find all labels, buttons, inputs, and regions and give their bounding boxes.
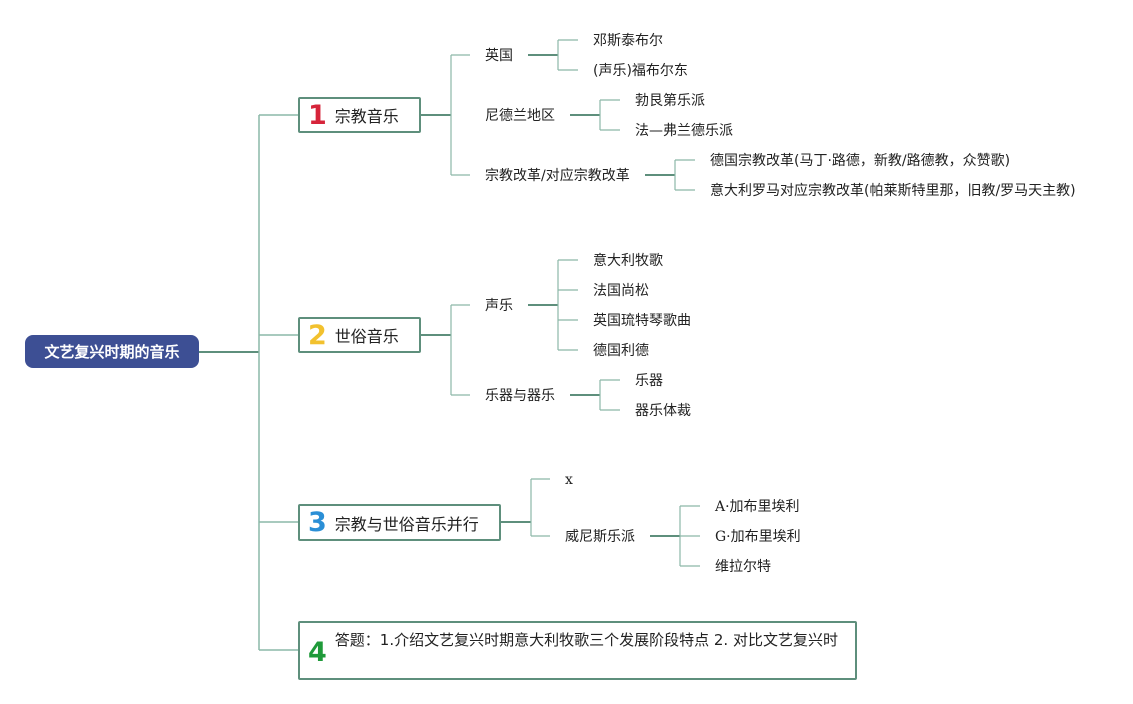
- leaf-label: 邓斯泰布尔: [593, 33, 663, 49]
- subtopic-venetian-school[interactable]: 威尼斯乐派: [565, 528, 635, 546]
- number-2-icon: 2: [308, 319, 327, 351]
- leaf-topic[interactable]: 德国宗教改革(马丁·路德，新教/路德教，众赞歌): [710, 152, 1010, 170]
- branch-label: 宗教音乐: [334, 107, 399, 126]
- subtopic-netherlands[interactable]: 尼德兰地区: [485, 107, 555, 125]
- leaf-label: 法国尚松: [593, 283, 649, 299]
- subtopic-england[interactable]: 英国: [485, 47, 513, 65]
- branch-secular-music[interactable]: 2 世俗音乐: [298, 317, 421, 353]
- leaf-label: A·加布里埃利: [715, 499, 800, 515]
- leaf-label: 英国琉特琴歌曲: [593, 313, 691, 329]
- leaf-label: 意大利罗马对应宗教改革(帕莱斯特里那，旧教/罗马天主教): [710, 183, 1076, 199]
- subtopic-label: 威尼斯乐派: [565, 529, 635, 545]
- branch-exam-question[interactable]: 4 答题：1.介绍文艺复兴时期意大利牧歌三个发展阶段特点 2. 对比文艺复兴时: [298, 621, 857, 680]
- subtopic-instruments[interactable]: 乐器与器乐: [485, 387, 555, 405]
- branch-label: 世俗音乐: [334, 327, 399, 346]
- subtopic-label: 乐器与器乐: [485, 388, 555, 404]
- leaf-label: 德国宗教改革(马丁·路德，新教/路德教，众赞歌): [710, 153, 1011, 169]
- leaf-topic[interactable]: 法—弗兰德乐派: [635, 122, 733, 140]
- subtopic-vocal[interactable]: 声乐: [485, 297, 513, 315]
- leaf-label: 德国利德: [593, 343, 649, 359]
- leaf-topic[interactable]: 邓斯泰布尔: [593, 32, 663, 50]
- subtopic-reformation[interactable]: 宗教改革/对应宗教改革: [485, 167, 630, 185]
- leaf-topic[interactable]: G·加布里埃利: [715, 528, 801, 546]
- root-topic-label: 文艺复兴时期的音乐: [44, 343, 180, 361]
- leaf-label: 乐器: [635, 373, 663, 389]
- leaf-label: G·加布里埃利: [715, 529, 801, 545]
- leaf-topic[interactable]: 英国琉特琴歌曲: [593, 312, 691, 330]
- branch-religious-and-secular[interactable]: 3 宗教与世俗音乐并行: [298, 504, 501, 541]
- leaf-topic[interactable]: 法国尚松: [593, 282, 649, 300]
- branch-label: 宗教与世俗音乐并行: [334, 514, 479, 534]
- number-3-icon: 3: [308, 507, 327, 538]
- leaf-label: (声乐)福布尔东: [593, 63, 688, 79]
- subtopic-label: 宗教改革/对应宗教改革: [485, 168, 630, 184]
- leaf-label: 维拉尔特: [715, 559, 771, 575]
- number-1-icon: 1: [308, 99, 327, 131]
- leaf-topic[interactable]: 德国利德: [593, 342, 649, 360]
- leaf-topic[interactable]: 意大利罗马对应宗教改革(帕莱斯特里那，旧教/罗马天主教): [710, 182, 1076, 200]
- number-4-icon: 4: [308, 637, 327, 668]
- leaf-label: 器乐体裁: [635, 403, 691, 419]
- leaf-topic[interactable]: 器乐体裁: [635, 402, 691, 420]
- leaf-label: 意大利牧歌: [593, 253, 663, 269]
- leaf-topic[interactable]: (声乐)福布尔东: [593, 62, 688, 80]
- subtopic-label: 尼德兰地区: [485, 108, 555, 124]
- subtopic-label: x: [565, 472, 573, 488]
- leaf-label: 勃艮第乐派: [635, 93, 705, 109]
- leaf-label: 法—弗兰德乐派: [635, 123, 733, 139]
- leaf-topic[interactable]: 乐器: [635, 372, 663, 390]
- leaf-topic[interactable]: A·加布里埃利: [715, 498, 800, 516]
- subtopic-label: 声乐: [485, 298, 513, 314]
- leaf-topic[interactable]: 维拉尔特: [715, 558, 771, 576]
- subtopic-label: 英国: [485, 48, 513, 64]
- branch-label: 答题：1.介绍文艺复兴时期意大利牧歌三个发展阶段特点 2. 对比文艺复兴时: [334, 631, 838, 649]
- branch-religious-music[interactable]: 1 宗教音乐: [298, 97, 421, 133]
- leaf-topic[interactable]: 勃艮第乐派: [635, 92, 705, 110]
- subtopic-x[interactable]: x: [565, 471, 573, 489]
- leaf-topic[interactable]: 意大利牧歌: [593, 252, 663, 270]
- root-topic[interactable]: 文艺复兴时期的音乐: [25, 335, 199, 368]
